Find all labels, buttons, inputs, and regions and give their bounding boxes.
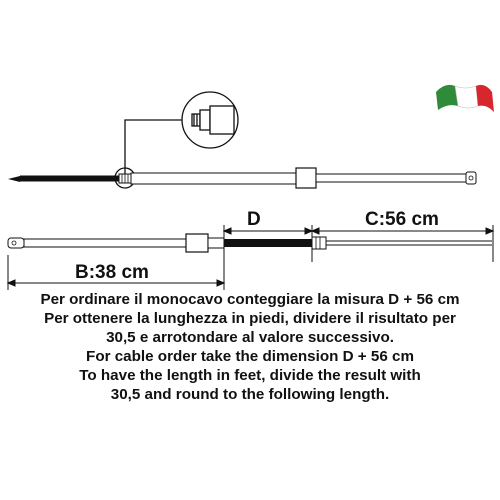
instruction-it-line-1: Per ordinare il monocavo conteggiare la …	[40, 291, 460, 308]
bottom-outer-conduit	[207, 237, 225, 249]
top-cable	[8, 167, 477, 189]
dimension-b-label: B:38 cm	[75, 262, 149, 283]
dimension-b	[6, 255, 226, 290]
instruction-en-line-3: 30,5 and round to the following length.	[110, 386, 390, 403]
instructions-block: Per ordinare il monocavo conteggiare la …	[0, 290, 500, 404]
bottom-black-sleeve	[224, 239, 312, 247]
instruction-it-line-2: Per ottenere la lunghezza in piedi, divi…	[44, 310, 456, 327]
cable-black-sleeve	[20, 175, 120, 182]
detail-nut	[199, 109, 211, 131]
bottom-end-fitting	[311, 236, 327, 250]
cable-tip	[8, 176, 20, 182]
instruction-en-line-2: To have the length in feet, divide the r…	[79, 367, 421, 384]
bottom-nut	[185, 233, 209, 253]
italian-flag	[436, 84, 494, 112]
instruction-en-line-1: For cable order take the dimension D + 5…	[86, 348, 414, 365]
detail-leader-line	[124, 119, 182, 175]
bottom-rod	[23, 238, 187, 248]
bottom-cable	[7, 233, 492, 253]
cable-nut	[295, 167, 317, 189]
flag-white-band	[454, 85, 479, 109]
flag-red-band	[476, 84, 494, 112]
dimension-c	[310, 225, 495, 262]
dimension-d-label: D	[247, 209, 261, 230]
detail-thread	[191, 113, 201, 127]
detail-body	[209, 105, 235, 135]
dimension-c-label: C:56 cm	[365, 209, 439, 230]
cable-rod	[315, 173, 467, 183]
instruction-it-line-3: 30,5 e arrotondare al valore successivo.	[106, 329, 394, 346]
flag-green-band	[436, 84, 458, 110]
cable-outer-conduit	[130, 172, 297, 185]
